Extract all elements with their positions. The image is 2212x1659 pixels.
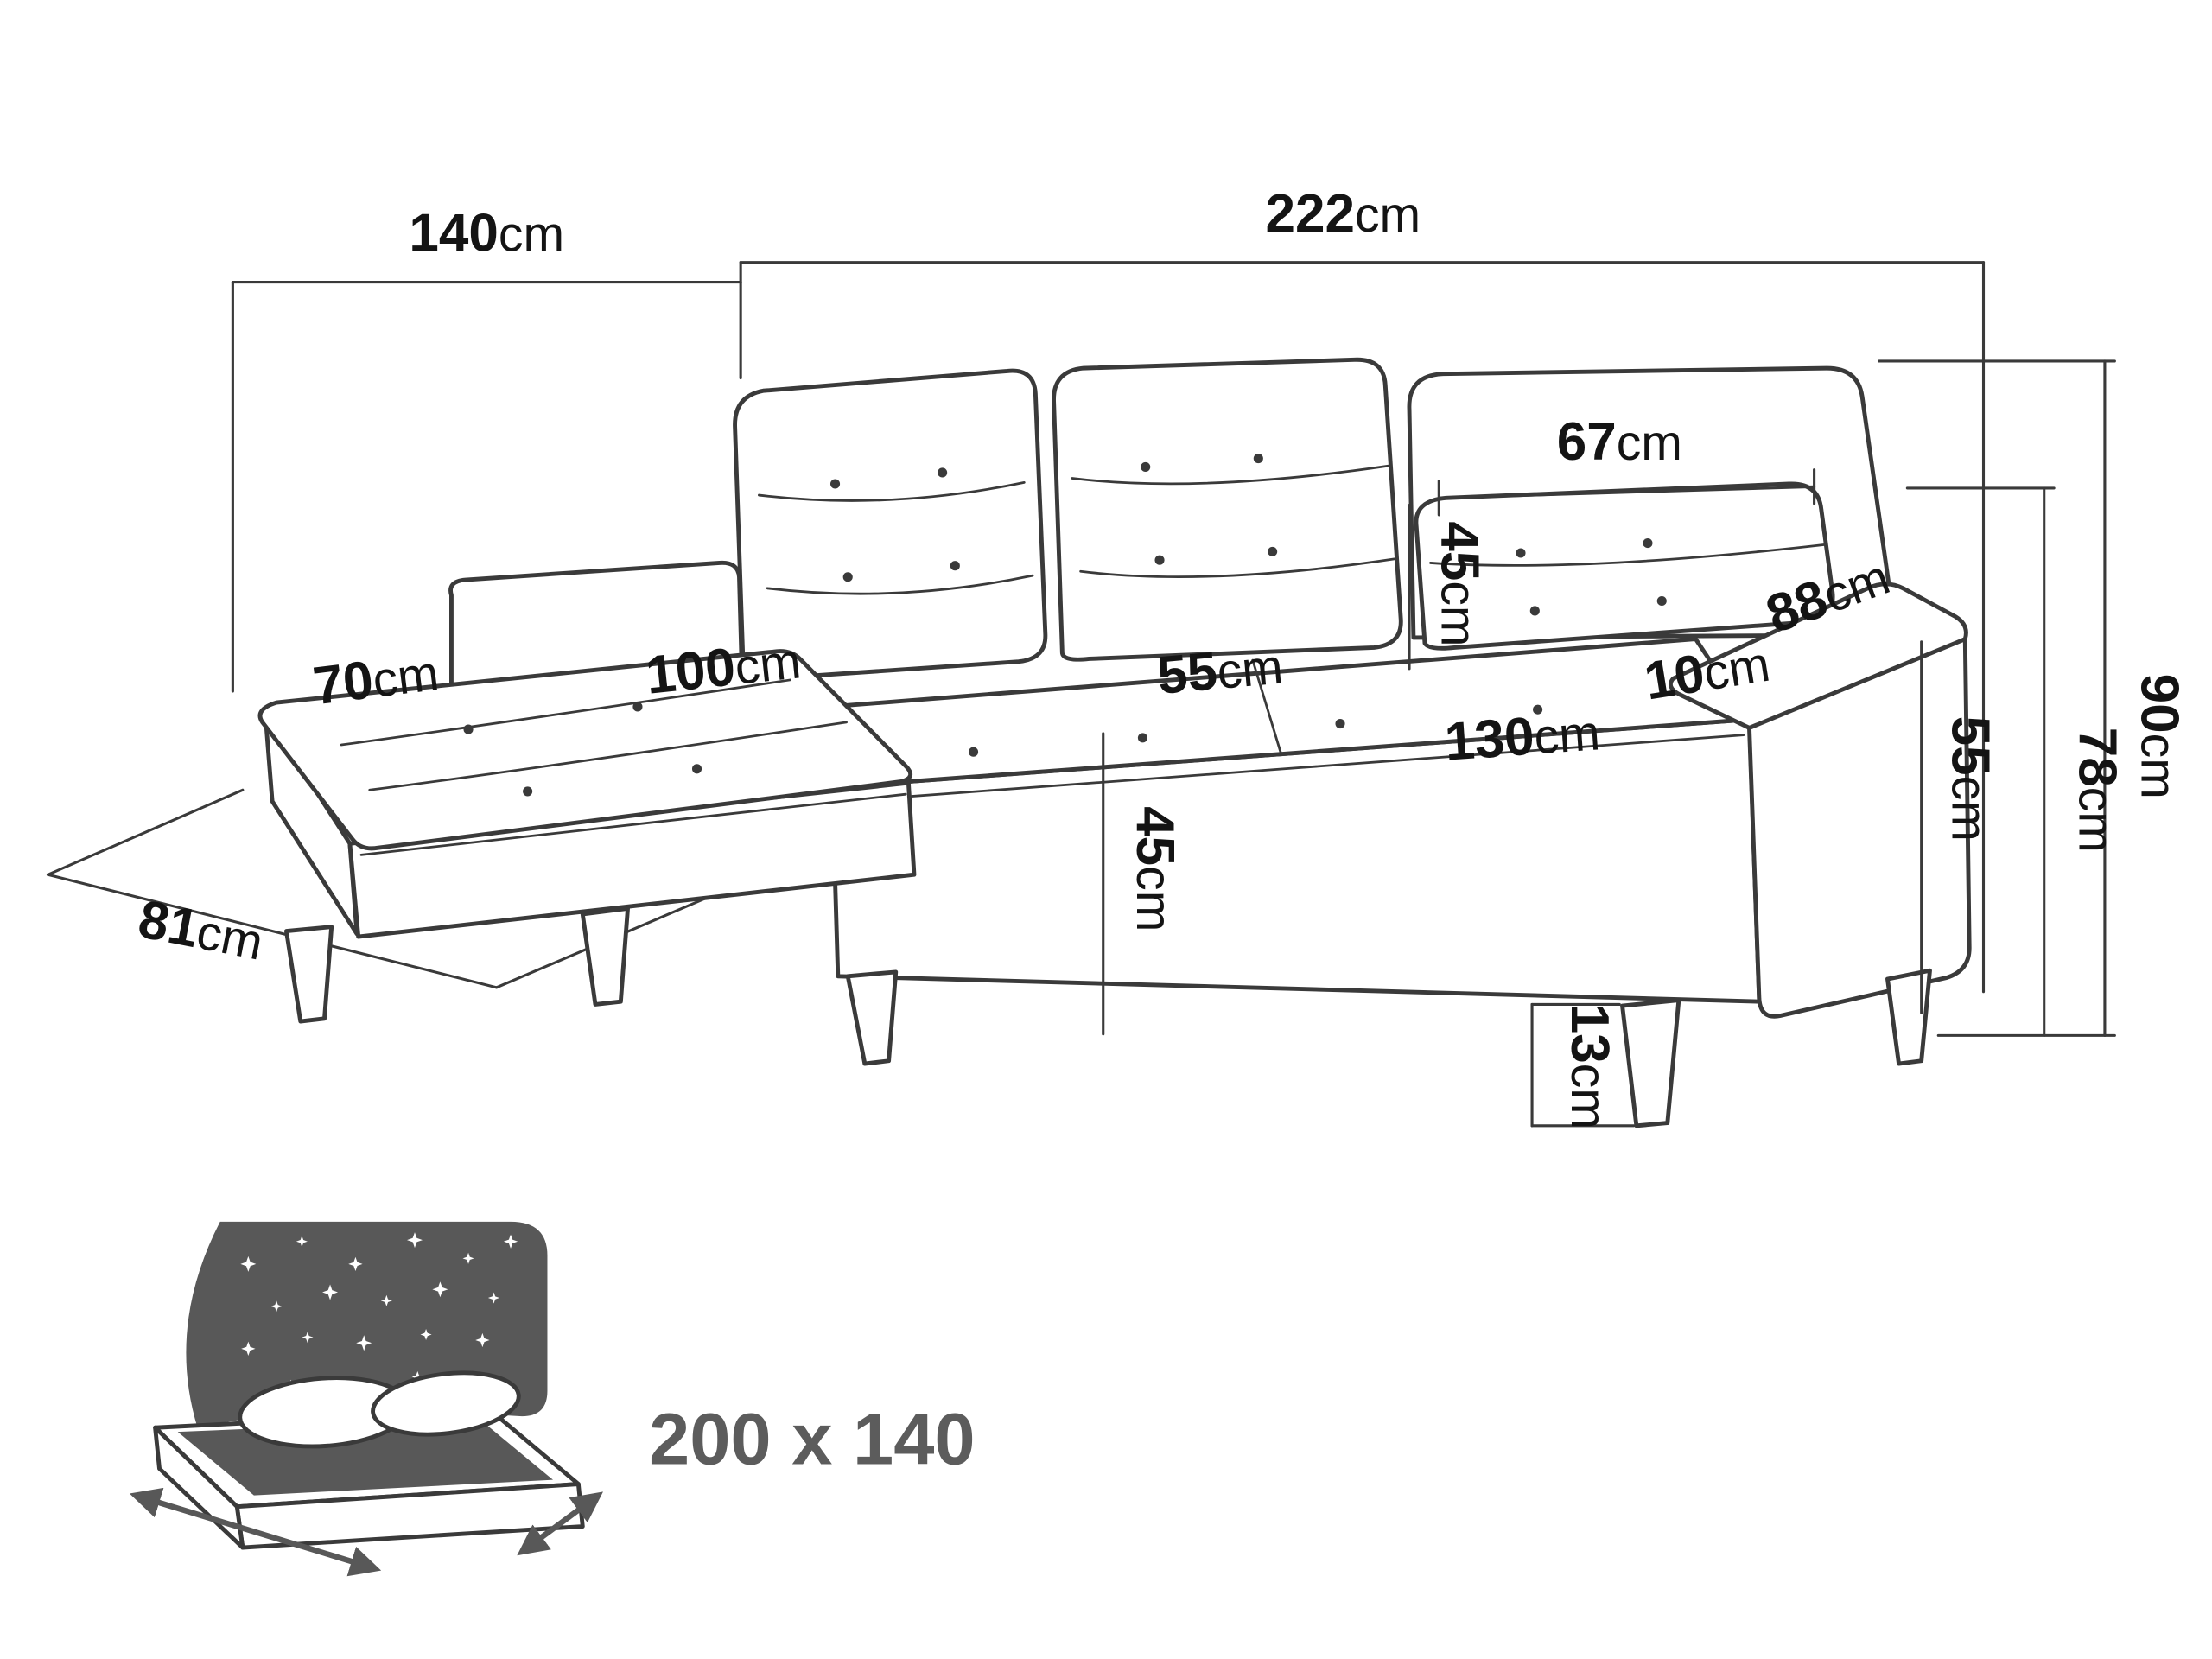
dim-line-67 (1437, 485, 1816, 499)
tuft-crease (368, 721, 848, 791)
dim-label-leg-height: 13cm (1560, 1004, 1619, 1129)
tufting-back-cushion-right (1429, 538, 1827, 616)
dim-label-chaise-width: 70cm (310, 642, 442, 716)
seat-piping-crease (842, 734, 1745, 803)
back-cushion-right (1414, 481, 1835, 651)
tuft-button (691, 764, 702, 774)
tuft-button (950, 561, 960, 571)
tuft-button (1137, 733, 1147, 743)
sofa-leg (845, 969, 899, 1066)
right-armrest-front (1747, 637, 1972, 1019)
tufting-back-cushion-middle (1071, 454, 1398, 578)
projection-line-front (46, 873, 499, 989)
dim-label-chaise-floor-depth: 81cm (134, 889, 269, 971)
sofa-leg (580, 906, 630, 1007)
tuft-button (1335, 719, 1345, 729)
seat-divider-crease (1251, 658, 1282, 755)
chaise-top-surface (257, 649, 913, 851)
sleeping-area-label: 200 x 140 (649, 1398, 976, 1480)
tuft-button (938, 467, 948, 478)
tuft-button (1529, 606, 1540, 616)
tufting-back-cushion-left (757, 467, 1034, 595)
tuft-button (1656, 595, 1667, 607)
dim-label-armrest-width: 10cm (1640, 633, 1773, 712)
dim-label-seat-depth: 55cm (1155, 636, 1286, 706)
chaise-tufting (340, 678, 907, 856)
tuft-button (1268, 546, 1278, 556)
width-arrow (517, 1491, 604, 1556)
dimension-labels: 140cm 222cm 67cm 45cm 88cm 90cm 78cm 55c… (134, 184, 2190, 1129)
pillow (371, 1370, 521, 1437)
seat-tufting (842, 658, 1745, 803)
tuft-button (968, 747, 979, 757)
dim-label-back-cushion-width: 67cm (1557, 412, 1682, 472)
tuft-button (1516, 548, 1526, 558)
tuft-crease (1079, 557, 1398, 578)
tuft-button (830, 479, 841, 489)
tuft-button (1533, 704, 1543, 715)
dimension-lines (231, 261, 2116, 1128)
tuft-button (842, 572, 853, 582)
dim-label-back-cushion-height: 45cm (1430, 521, 1490, 646)
tuft-crease (1429, 543, 1827, 567)
tuft-button (1643, 538, 1653, 549)
tuft-crease (757, 480, 1026, 502)
dim-label-total-height: 90cm (2129, 674, 2189, 799)
sofa-leg (1620, 998, 1681, 1128)
sofa-legs (283, 906, 1932, 1128)
tuft-crease (340, 678, 791, 747)
tuft-crease (1071, 464, 1393, 486)
tuft-button (463, 724, 474, 734)
sofa-drawing (257, 357, 1972, 1128)
tuft-button (523, 786, 533, 797)
sofa-leg (1885, 968, 1932, 1066)
tuft-crease (766, 574, 1034, 595)
sofa-leg (283, 925, 334, 1024)
tuft-button (632, 702, 643, 712)
dim-label-total-width: 222cm (1265, 184, 1421, 244)
dim-label-seat-height: 45cm (1125, 806, 1185, 931)
back-cushion-left (733, 368, 1048, 682)
projection-line-left (46, 788, 245, 876)
sleeping-function-icon (129, 1221, 604, 1577)
dim-label-seat-width: 130cm (1443, 702, 1602, 772)
length-arrow (129, 1487, 382, 1577)
tuft-button (1154, 555, 1165, 565)
dim-label-backrest-height: 78cm (2068, 728, 2127, 853)
dim-label-chaise-seat-length: 100cm (643, 630, 804, 705)
back-cushion-middle (1052, 357, 1403, 662)
tuft-button (1141, 461, 1151, 472)
tuft-button (1253, 454, 1263, 464)
chaise-piping-crease (359, 792, 907, 856)
dim-label-chaise-back-width: 140cm (409, 204, 564, 264)
dim-label-armrest-height: 55cm (1941, 716, 2000, 842)
